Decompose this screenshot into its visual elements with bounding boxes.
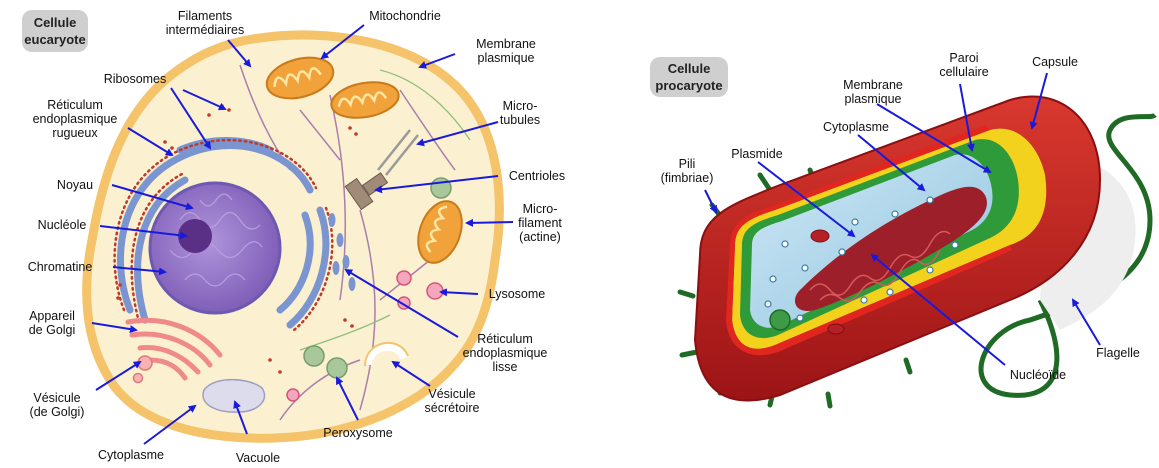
- label-microfilament-1: Micro-: [523, 202, 558, 216]
- label-nucleoide: Nucléoïde: [1010, 368, 1066, 382]
- label-paroi-1: Paroi: [949, 51, 978, 65]
- label-membrane-pro-1: Membrane: [843, 78, 903, 92]
- prokaryote-title-badge: Cellule procaryote: [650, 57, 728, 97]
- label-cytoplasme: Cytoplasme: [98, 448, 164, 462]
- label-rer-2: endoplasmique: [33, 112, 118, 126]
- label-secretoire-2: sécrétoire: [425, 401, 480, 415]
- label-secretoire-1: Vésicule: [428, 387, 475, 401]
- label-nucleole: Nucléole: [38, 218, 87, 232]
- eukaryote-title-line1: Cellule: [34, 15, 77, 30]
- label-flagelle: Flagelle: [1096, 346, 1140, 360]
- label-microtubules-2: tubules: [500, 113, 540, 127]
- label-chromatine: Chromatine: [28, 260, 93, 274]
- label-lysosome: Lysosome: [489, 287, 546, 301]
- label-rer-3: rugueux: [52, 126, 98, 140]
- eukaryote-title-badge: Cellule eucaryote: [22, 10, 88, 52]
- prokaryote-title-line1: Cellule: [668, 61, 711, 76]
- eukaryote-title-line2: eucaryote: [24, 32, 85, 47]
- label-vacuole: Vacuole: [236, 451, 280, 465]
- label-membrane-1: Membrane: [476, 37, 536, 51]
- prokaryote-title-line2: procaryote: [655, 78, 722, 93]
- label-peroxysome: Peroxysome: [323, 426, 393, 440]
- label-rel-2: endoplasmique: [463, 346, 548, 360]
- label-vesicule-1: Vésicule: [33, 391, 80, 405]
- label-capsule: Capsule: [1032, 55, 1078, 69]
- vacuole: [203, 380, 265, 412]
- label-filaments-2: intermédiaires: [166, 23, 245, 37]
- label-microfilament-3: (actine): [519, 230, 561, 244]
- label-cytoplasme-pro: Cytoplasme: [823, 120, 889, 134]
- label-membrane-pro-2: plasmique: [845, 92, 902, 106]
- label-golgi-1: Appareil: [29, 309, 75, 323]
- label-centrioles: Centrioles: [509, 169, 565, 183]
- label-paroi-2: cellulaire: [939, 65, 988, 79]
- label-vesicule-2: (de Golgi): [30, 405, 85, 419]
- label-membrane-2: plasmique: [478, 51, 535, 65]
- label-pili-1: Pili: [679, 157, 696, 171]
- label-filaments-1: Filaments: [178, 9, 232, 23]
- label-noyau: Noyau: [57, 178, 93, 192]
- label-rel-3: lisse: [492, 360, 517, 374]
- label-microtubules-1: Micro-: [503, 99, 538, 113]
- label-plasmide: Plasmide: [731, 147, 782, 161]
- label-ribosomes: Ribosomes: [104, 72, 167, 86]
- storage-granule: [770, 310, 790, 330]
- label-golgi-2: de Golgi: [29, 323, 76, 337]
- label-microfilament-2: filament: [518, 216, 562, 230]
- label-pili-2: (fimbriae): [661, 171, 714, 185]
- label-rel-1: Réticulum: [477, 332, 533, 346]
- eukaryotic-cell: Cellule eucaryote: [22, 9, 565, 465]
- label-rer-1: Réticulum: [47, 98, 103, 112]
- prokaryotic-cell: Cellule procaryote: [650, 51, 1155, 406]
- label-mitochondrie: Mitochondrie: [369, 9, 441, 23]
